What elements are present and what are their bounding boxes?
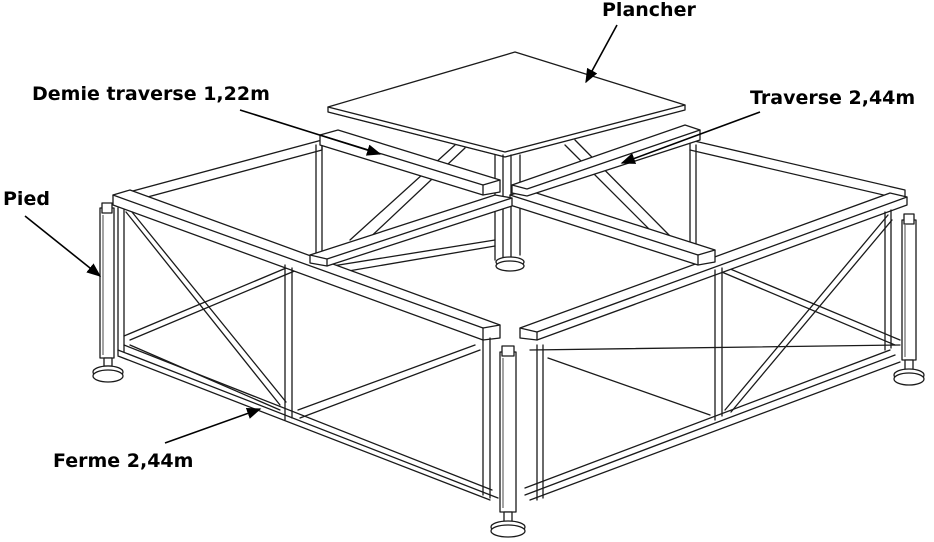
- center-post: [494, 154, 525, 272]
- pied-front-right: [893, 213, 925, 386]
- pied-front-center: [490, 345, 526, 538]
- arrow-ferme: [164, 407, 262, 444]
- label-ferme: Ferme 2,44m: [53, 450, 193, 472]
- label-traverse: Traverse 2,44m: [750, 87, 915, 109]
- label-pied: Pied: [3, 188, 50, 210]
- front-left-truss: [117, 207, 499, 501]
- traverse-beams: [112, 124, 908, 341]
- plancher-deck-panel: [327, 51, 686, 158]
- pied-front-left: [92, 202, 124, 383]
- front-right-truss: [524, 209, 901, 501]
- label-plancher: Plancher: [602, 0, 696, 21]
- arrow-traverse: [620, 111, 761, 164]
- arrow-pied: [24, 215, 102, 277]
- arrow-plancher: [585, 24, 618, 84]
- arrow-demie-traverse: [239, 109, 382, 156]
- back-right-truss: [689, 139, 906, 346]
- label-demie-traverse: Demie traverse 1,22m: [32, 83, 270, 105]
